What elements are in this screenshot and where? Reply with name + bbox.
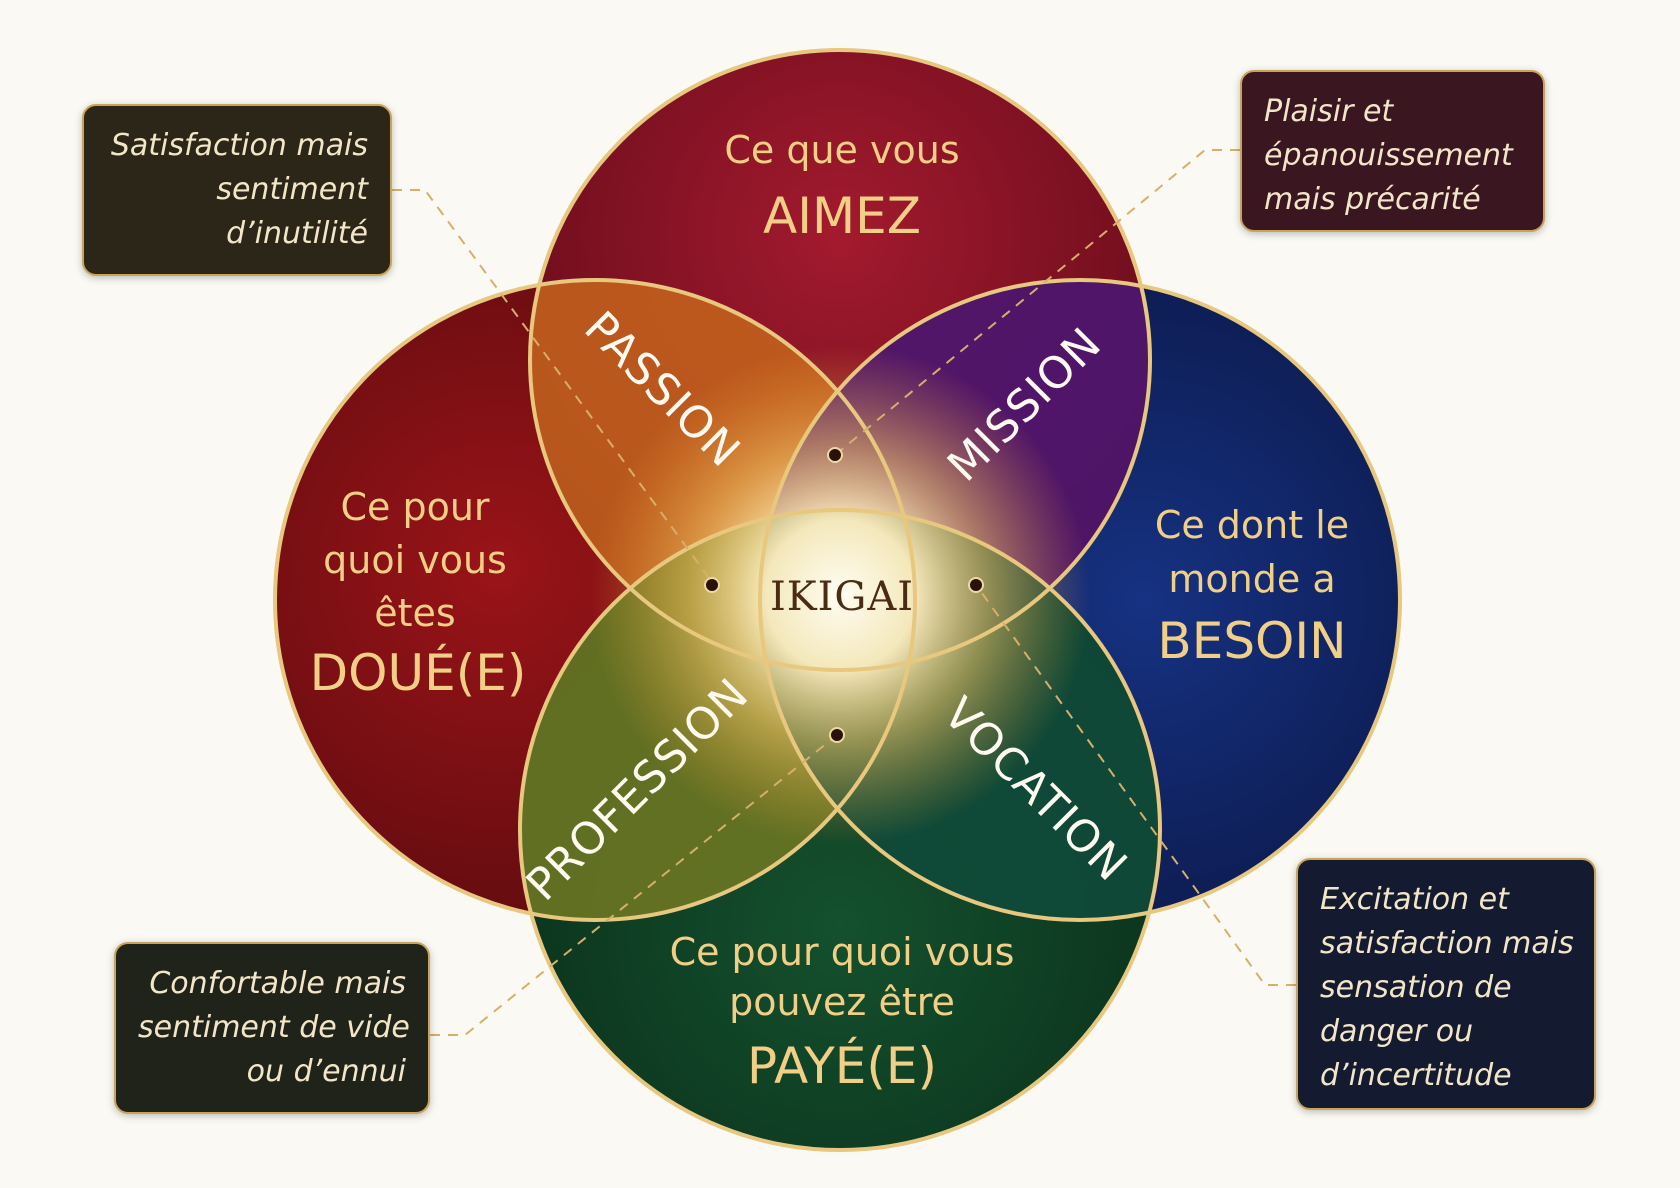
note-top-right-line: Plaisir et [1264, 94, 1394, 129]
center-glow [590, 345, 1090, 845]
good-at-keyword: DOUÉ(E) [310, 643, 527, 702]
note-bottom-left-line: sentiment de vide [138, 1010, 410, 1045]
note-top-left-line: sentiment [216, 172, 368, 207]
good-at-circle-label: Ce pour quoi vous êtes DOUÉ(E) [310, 485, 527, 702]
good-at-line2: quoi vous [323, 538, 507, 582]
note-bottom-left: Confortable mais sentiment de vide ou d’… [114, 942, 430, 1114]
note-top-left: Satisfaction mais sentiment d’inutilité [82, 104, 392, 276]
leader-dots [704, 447, 984, 743]
note-bottom-right-line: satisfaction mais [1320, 926, 1574, 961]
ikigai-center-label: IKIGAI [770, 574, 914, 620]
paid-for-circle-label: Ce pour quoi vous pouvez être PAYÉ(E) [670, 930, 1015, 1095]
note-bottom-left-line: Confortable mais [149, 966, 406, 1001]
dot-plaisir [827, 447, 843, 463]
good-at-line3: êtes [374, 591, 455, 635]
world-needs-circle-label: Ce dont le monde a BESOIN [1155, 503, 1349, 670]
circle-outlines [273, 48, 1402, 1152]
love-line1: Ce que vous [724, 128, 959, 172]
love-circle-label: Ce que vous AIMEZ [724, 128, 959, 245]
world-needs-line1: Ce dont le [1155, 503, 1349, 547]
note-top-left-line: Satisfaction mais [110, 128, 368, 163]
note-bottom-right-line: Excitation et [1320, 882, 1509, 917]
note-top-right: Plaisir et épanouissement mais précarité [1240, 70, 1545, 232]
note-bottom-right-line: sensation de [1320, 970, 1512, 1005]
world-needs-line2: monde a [1168, 557, 1335, 601]
paid-for-line2: pouvez être [729, 980, 955, 1024]
note-bottom-right: Excitation et satisfaction mais sensatio… [1296, 858, 1596, 1110]
note-top-left-line: d’inutilité [226, 216, 368, 251]
note-top-right-line: épanouissement [1264, 138, 1513, 173]
paid-for-keyword: PAYÉ(E) [747, 1036, 937, 1095]
note-bottom-left-line: ou d’ennui [246, 1054, 406, 1089]
world-needs-keyword: BESOIN [1157, 612, 1346, 670]
good-at-line1: Ce pour [340, 485, 489, 529]
dot-excitation [968, 577, 984, 593]
paid-for-line1: Ce pour quoi vous [670, 930, 1015, 974]
note-top-right-line: mais précarité [1264, 182, 1481, 217]
note-bottom-right-line: danger ou [1320, 1014, 1474, 1049]
dot-confortable [829, 727, 845, 743]
love-keyword: AIMEZ [763, 187, 921, 245]
note-bottom-right-line: d’incertitude [1320, 1058, 1512, 1093]
dot-satisfaction [704, 577, 720, 593]
